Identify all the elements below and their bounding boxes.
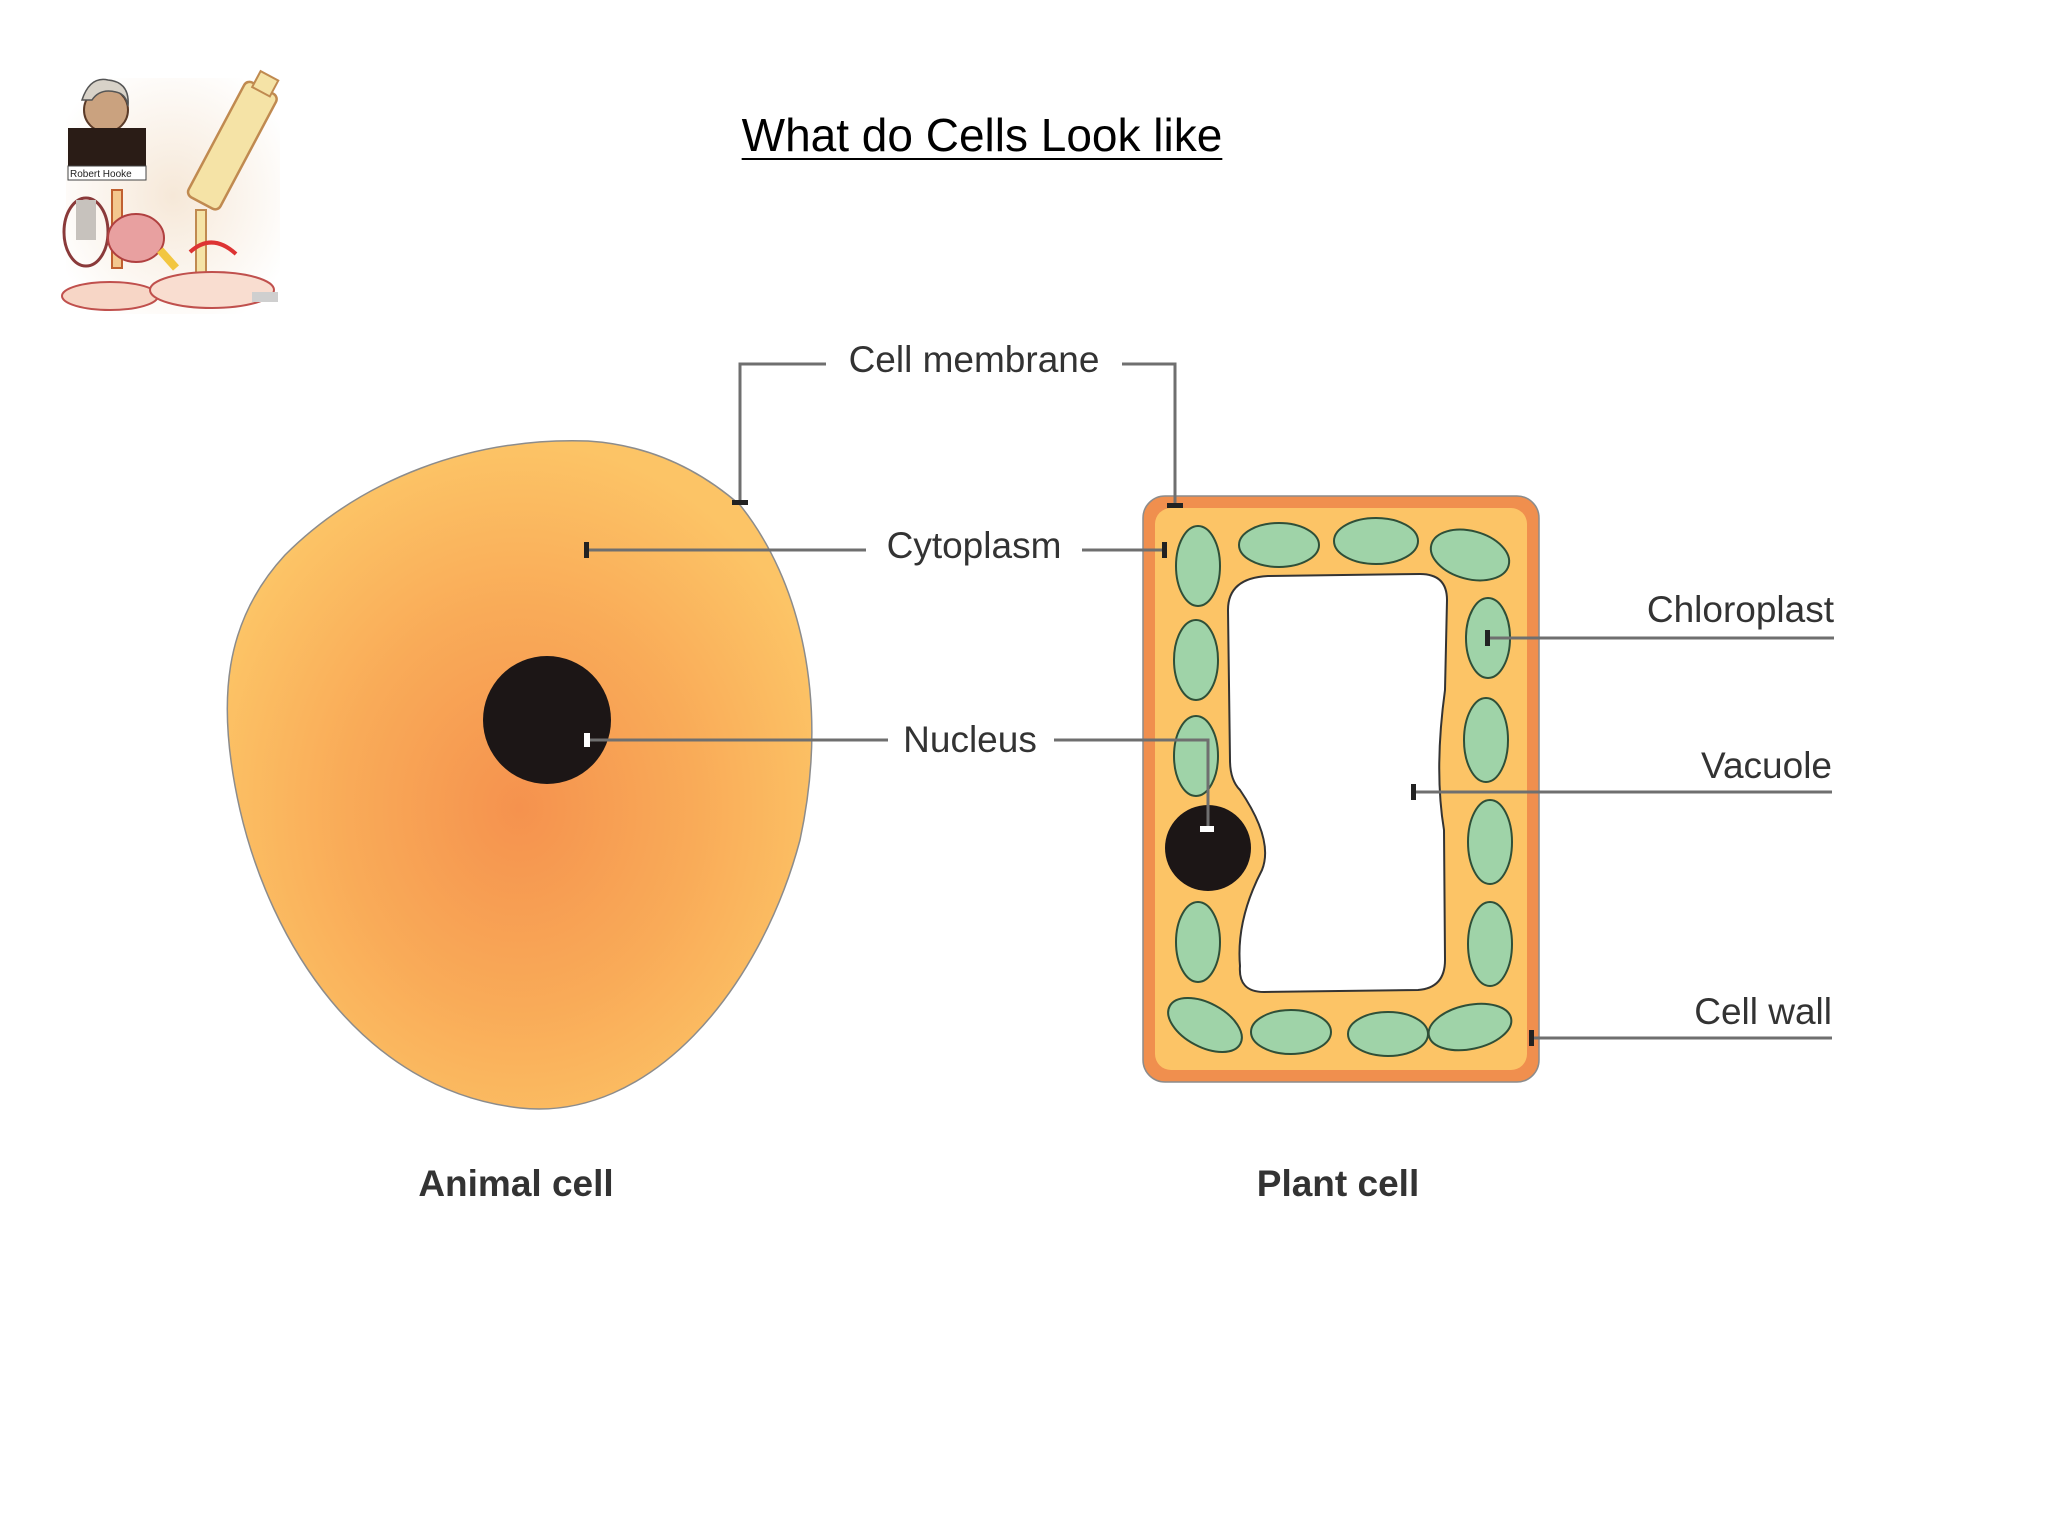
chloroplast bbox=[1463, 697, 1509, 783]
robert-hooke-logo: Robert Hooke bbox=[61, 69, 280, 314]
page-title: What do Cells Look like bbox=[741, 109, 1223, 161]
chloroplast bbox=[1175, 901, 1221, 983]
chloroplast bbox=[1238, 522, 1320, 568]
animal-cell bbox=[226, 440, 813, 1110]
label-cell-membrane: Cell membrane bbox=[849, 339, 1100, 380]
label-cytoplasm: Cytoplasm bbox=[887, 525, 1062, 566]
nucleus-leader-right bbox=[1054, 738, 1210, 828]
chloroplast bbox=[1429, 528, 1511, 582]
caption-animal-cell: Animal cell bbox=[418, 1163, 613, 1204]
chloroplast bbox=[1173, 715, 1219, 797]
label-cell-wall: Cell wall bbox=[1694, 991, 1832, 1032]
chloroplasts bbox=[1167, 517, 1513, 1057]
cell-membrane-leader-left bbox=[738, 362, 826, 502]
chloroplast bbox=[1467, 799, 1513, 885]
animal-nucleus bbox=[483, 656, 611, 784]
caption-plant-cell: Plant cell bbox=[1257, 1163, 1419, 1204]
chloroplast bbox=[1250, 1009, 1332, 1055]
chloroplast bbox=[1173, 619, 1219, 701]
leader-lines bbox=[586, 362, 1834, 1040]
cell-membrane-leader-right bbox=[1122, 362, 1177, 505]
pointer-ticks-white bbox=[584, 733, 1214, 832]
chloroplast bbox=[1175, 525, 1221, 607]
plant-vacuole bbox=[1226, 572, 1449, 994]
chloroplast bbox=[1167, 996, 1243, 1054]
plant-cell bbox=[1142, 495, 1540, 1083]
plant-nucleus bbox=[1165, 805, 1251, 891]
chloroplast bbox=[1347, 1011, 1429, 1057]
chloroplast bbox=[1427, 1002, 1513, 1052]
chloroplast bbox=[1467, 901, 1513, 987]
logo-caption: Robert Hooke bbox=[70, 169, 132, 180]
label-chloroplast: Chloroplast bbox=[1647, 589, 1835, 630]
pointer-ticks bbox=[584, 500, 1534, 1046]
label-nucleus: Nucleus bbox=[903, 719, 1037, 760]
portrait-hair bbox=[80, 78, 129, 107]
chloroplast bbox=[1333, 517, 1419, 565]
label-vacuole: Vacuole bbox=[1701, 745, 1832, 786]
